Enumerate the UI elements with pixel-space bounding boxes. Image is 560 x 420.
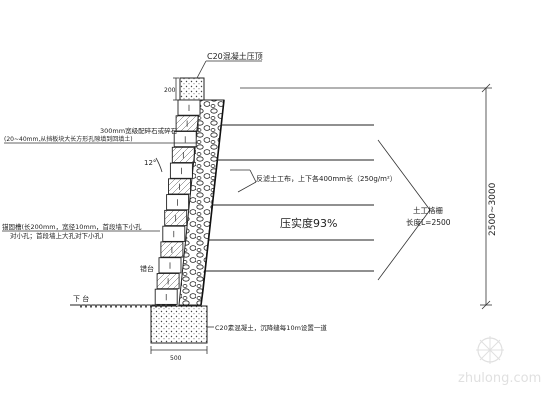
height-range-label: 2500~3000 (488, 182, 498, 236)
cap-height-label: 200 (164, 87, 176, 94)
block-facing (154, 99, 201, 305)
geogrid-label-line2: 长度L=2500 (406, 217, 451, 227)
geogrid-label-line1: 土工格栅 (413, 205, 443, 215)
cap-leader (196, 60, 207, 79)
base-width-dimension (150, 346, 208, 354)
geogrid-layers (205, 124, 374, 272)
concrete-base (150, 305, 208, 344)
height-dimension (240, 83, 492, 310)
gravel-label-line1: 300mm宽级配碎石或碎石 (100, 126, 178, 135)
geotextile-line (200, 99, 225, 306)
watermark-text: zhulong.com (458, 371, 541, 386)
geotextile-label: 反滤土工布，上下各400mm长（250g/m²） (256, 174, 397, 183)
ground-label: 下 台 (73, 294, 89, 303)
anchor-label-line2: 对小孔；首段墙上大孔对下小孔) (10, 231, 104, 240)
step-label: 错台 (140, 264, 154, 273)
concrete-cap (173, 77, 205, 101)
base-note-label: C20素混凝土，沉降缝每10m设置一道 (215, 323, 327, 332)
zhulong-logo-icon (476, 336, 504, 364)
base-width-label: 500 (170, 355, 182, 362)
compaction-label: 压实度93% (280, 216, 337, 230)
cap-top-label: C20混凝土压顶 (207, 51, 263, 61)
gravel-label-line2: (20~40mm,从挡板块大长方形孔隙填到回填土) (4, 135, 133, 143)
geotextile-leader-lower (237, 181, 257, 193)
geogrid-bracket (377, 139, 431, 281)
slope-angle-arc (155, 157, 163, 173)
slope-angle-label: 12° (144, 159, 156, 167)
anchor-label-line1: 锚固槽(长200mm，宽径10mm，首段墙下小孔 (2, 222, 142, 231)
watermark: zhulong.com (458, 336, 541, 386)
